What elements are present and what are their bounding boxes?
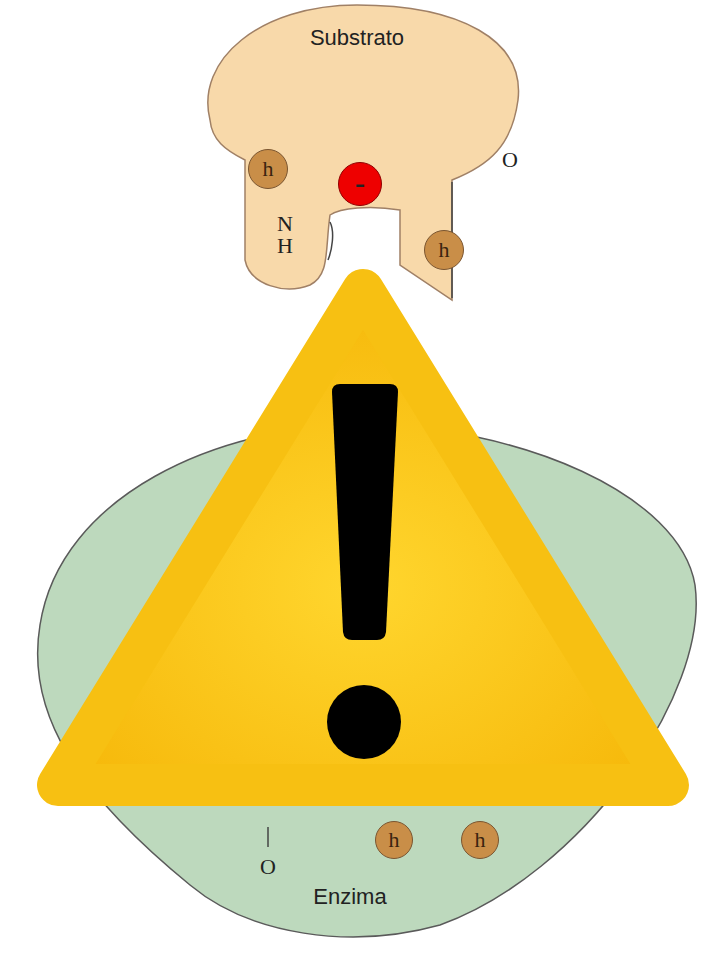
detail-line: [267, 827, 269, 847]
outline-path: [208, 5, 519, 300]
circle-label: h: [475, 827, 486, 853]
circle-label: –: [355, 172, 365, 196]
hydrophobic-circle: h: [461, 821, 499, 859]
hydrophobic-circle: h: [248, 149, 288, 189]
substrate-label: Substrato: [310, 25, 404, 51]
hydrophobic-circle: h: [424, 230, 464, 270]
enzyme-shape: O Enzima h h: [20, 415, 700, 945]
charge-circle: –: [338, 162, 382, 206]
circle-label: h: [389, 827, 400, 853]
hydrophobic-circle: h: [375, 821, 413, 859]
circle-label: h: [439, 237, 450, 263]
enzyme-shape-outline: [20, 415, 700, 945]
circle-label: h: [263, 156, 274, 182]
enzyme-label: Enzima: [313, 884, 386, 910]
detail-line: [328, 222, 333, 260]
group-label: O: [502, 147, 518, 173]
group-label: N H: [276, 213, 294, 257]
substrate-shape: Substrato N H Oh – h: [190, 0, 530, 305]
outline-path: [38, 425, 697, 937]
group-label: O: [260, 854, 276, 880]
